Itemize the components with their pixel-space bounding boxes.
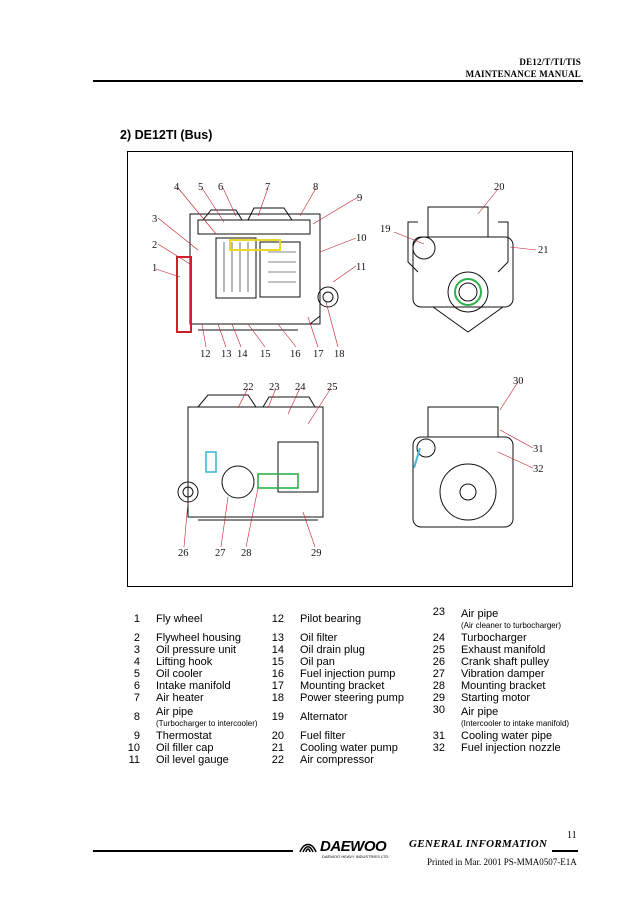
callout-30: 30 — [513, 376, 524, 387]
header-rule — [93, 80, 583, 82]
callout-6: 6 — [218, 182, 223, 193]
callout-23: 23 — [269, 382, 280, 393]
callout-11: 11 — [356, 262, 366, 273]
callout-3: 3 — [152, 214, 157, 225]
callout-17: 17 — [313, 349, 324, 360]
callout-32: 32 — [533, 464, 544, 475]
callout-12: 12 — [200, 349, 211, 360]
logo-word: DAEWOO — [320, 838, 387, 855]
callout-7: 7 — [265, 182, 270, 193]
callout-21: 21 — [538, 245, 549, 256]
callout-5: 5 — [198, 182, 203, 193]
callout-27: 27 — [215, 548, 226, 559]
engine-figure-frame: 4 5 6 7 8 9 3 10 2 1 11 12 13 14 15 16 1… — [127, 151, 573, 587]
engine-front-view-top — [407, 206, 514, 333]
callout-26: 26 — [178, 548, 189, 559]
section-title: 2) DE12TI (Bus) — [120, 128, 213, 142]
callout-numbers: 4 5 6 7 8 9 3 10 2 1 11 12 13 14 15 16 1… — [152, 182, 549, 559]
cooling-pipe-highlight — [413, 447, 421, 469]
intake-highlight — [229, 239, 281, 251]
callout-13: 13 — [221, 349, 232, 360]
callout-29: 29 — [311, 548, 322, 559]
header-model: DE12/T/TI/TIS — [519, 57, 581, 67]
leader-lines — [155, 187, 537, 548]
callout-2: 2 — [152, 240, 157, 251]
water-pump-highlight — [454, 278, 482, 306]
daewoo-logo-icon — [299, 843, 317, 853]
footer-print-info: Printed in Mar. 2001 PS-MMA0507-E1A — [427, 857, 577, 867]
callout-1: 1 — [152, 263, 157, 274]
flywheel-housing-highlight — [176, 256, 192, 333]
callout-24: 24 — [295, 382, 306, 393]
mounting-bracket-highlight — [257, 473, 299, 489]
callout-9: 9 — [357, 193, 362, 204]
callout-14: 14 — [237, 349, 248, 360]
callout-31: 31 — [533, 444, 544, 455]
callout-16: 16 — [290, 349, 301, 360]
engine-right-side-view — [177, 394, 324, 521]
callout-28: 28 — [241, 548, 252, 559]
daewoo-logo: DAEWOO DAEWOO HEAVY INDUSTRIES LTD. — [298, 838, 398, 860]
engine-diagram: 4 5 6 7 8 9 3 10 2 1 11 12 13 14 15 16 1… — [152, 182, 549, 559]
damper-highlight — [205, 451, 217, 473]
footer-section-title: GENERAL INFORMATION — [409, 838, 548, 850]
footer-rule-left — [93, 850, 293, 852]
callout-15: 15 — [260, 349, 271, 360]
callout-10: 10 — [356, 233, 367, 244]
callout-22: 22 — [243, 382, 254, 393]
callout-25: 25 — [327, 382, 338, 393]
page-number: 11 — [567, 830, 577, 841]
logo-subtitle: DAEWOO HEAVY INDUSTRIES LTD. — [322, 854, 390, 859]
callout-8: 8 — [313, 182, 318, 193]
callout-4: 4 — [174, 182, 180, 193]
engine-rear-view — [412, 406, 514, 528]
callout-20: 20 — [494, 182, 505, 193]
engine-left-side-view — [189, 207, 339, 331]
callout-18: 18 — [334, 349, 345, 360]
header-manual-title: MAINTENANCE MANUAL — [465, 69, 581, 79]
callout-19: 19 — [380, 224, 391, 235]
footer-rule-right — [552, 850, 578, 852]
